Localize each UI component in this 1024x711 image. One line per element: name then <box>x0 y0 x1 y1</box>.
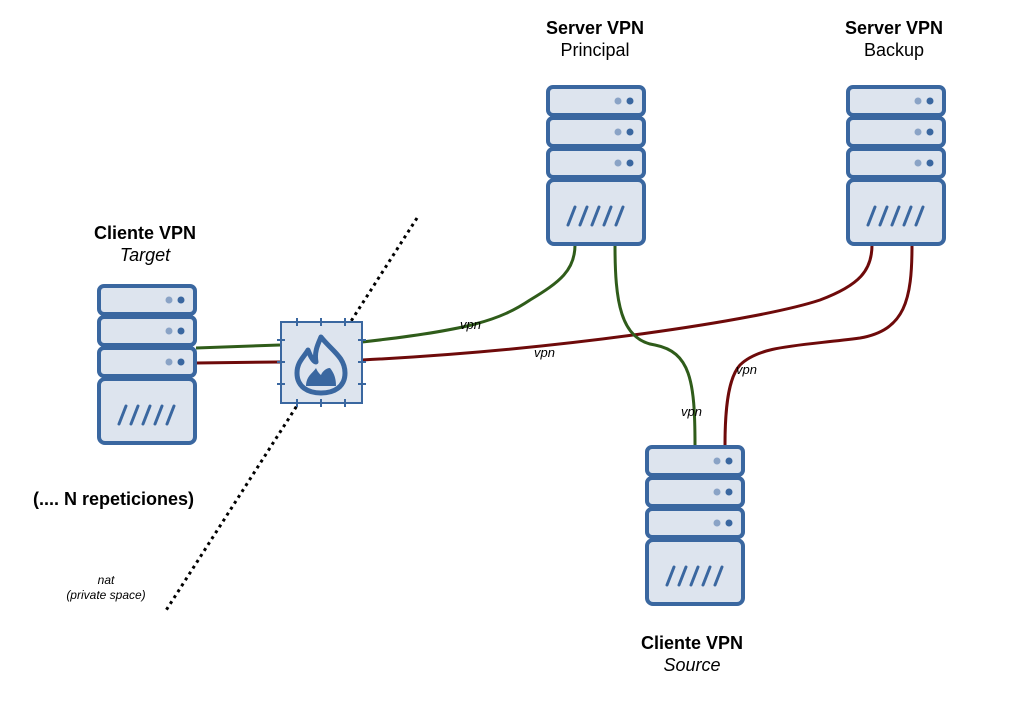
nat-label-title: nat <box>97 573 115 587</box>
client-target-subtitle: Target <box>119 245 171 265</box>
nat-label-subtitle: (private space) <box>66 588 146 602</box>
vpn-label-backup-source: vpn <box>736 362 757 377</box>
client-source-icon <box>645 445 745 606</box>
client-source-label: Cliente VPN Source <box>627 632 757 676</box>
server-principal-subtitle: Principal <box>560 40 630 60</box>
server-backup-label: Server VPN Backup <box>829 17 959 61</box>
repetition-note: (.... N repeticiones) <box>33 489 195 509</box>
server-backup-icon <box>846 85 946 246</box>
link-principal-source <box>613 244 697 446</box>
server-backup-subtitle: Backup <box>863 40 925 60</box>
link-target-principal <box>195 244 577 350</box>
nat-label: nat (private space) <box>50 573 162 603</box>
firewall-flame-icon <box>277 318 366 407</box>
client-target-icon <box>97 284 197 445</box>
client-target-title: Cliente VPN <box>93 223 197 243</box>
vpn-label-target-principal: vpn <box>460 317 481 332</box>
client-target-label: Cliente VPN Target <box>80 222 210 266</box>
link-target-backup <box>195 244 874 365</box>
nat-boundary-line <box>163 217 419 613</box>
client-source-title: Cliente VPN <box>640 633 744 653</box>
link-backup-source <box>723 244 914 446</box>
server-principal-icon <box>546 85 646 246</box>
vpn-label-target-backup: vpn <box>534 345 555 360</box>
vpn-label-principal-source: vpn <box>681 404 702 419</box>
server-principal-label: Server VPN Principal <box>530 17 660 61</box>
server-backup-title: Server VPN <box>844 18 944 38</box>
server-principal-title: Server VPN <box>545 18 645 38</box>
client-source-subtitle: Source <box>663 655 721 675</box>
